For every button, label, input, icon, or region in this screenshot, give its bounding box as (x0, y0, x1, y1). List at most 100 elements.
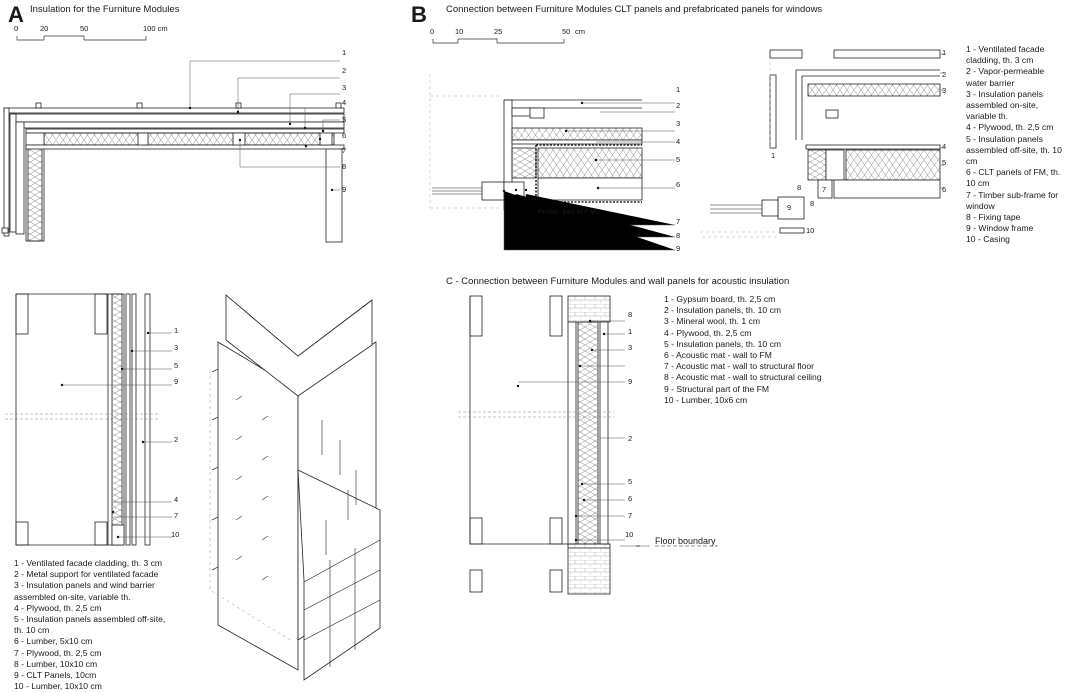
callout-number: 2 (174, 435, 178, 444)
legend-c-item: 5 - Insulation panels, th. 10 cm (664, 338, 782, 349)
legend-b-item: 10 cm (966, 178, 990, 189)
callout-number: 9 (676, 244, 680, 253)
legend-c-item: 3 - Mineral wool, th. 1 cm (664, 316, 760, 327)
panel-a-axonometric-dash (209, 370, 291, 641)
callout-number: 5 (676, 155, 680, 164)
legend-a-item: assembled on-site, variable th. (14, 591, 131, 602)
legend-b-item: 2 - Vapor-permeable (966, 66, 1045, 77)
panel-c-leaders (518, 320, 650, 547)
legend-b-item: cm (966, 156, 978, 167)
legend-b-item: assembled off-site, th. 10 (966, 144, 1062, 155)
callout-number: 6 (342, 131, 346, 140)
legend-b-item: 9 - Window frame (966, 223, 1034, 234)
callout-number: 4 (676, 137, 680, 146)
legend-b-item: 4 - Plywood, th. 2,5 cm (966, 122, 1054, 133)
scale-b-cm: cm (575, 27, 585, 36)
panel-a-axonometric (217, 294, 381, 681)
panel-a-elevation (15, 293, 151, 546)
callout-number: 5 (342, 115, 346, 124)
panel-b-right-callouts: 1 2 3 1 4 5 6 7 8 8 9 10 (771, 48, 946, 235)
callout-number: 3 (174, 343, 178, 352)
legend-b-item: 10 - Casing (966, 234, 1010, 245)
callout-number: 5 (942, 158, 946, 167)
callout-number: 8 (342, 162, 346, 171)
legend-b-item: 3 - Insulation panels (966, 88, 1043, 99)
scale-bar-b (432, 38, 565, 44)
panel-b-title: Connection between Furniture Modules CLT… (446, 4, 823, 15)
legend-a-item: 4 - Plywood, th. 2,5 cm (14, 602, 102, 613)
callout-number: 8 (676, 231, 680, 240)
prefab-label: Prefab. part of F.M. (538, 209, 598, 216)
legend-a-item: 8 - Lumber, 10x10 cm (14, 658, 98, 669)
legend-a-item: 10 - Lumber, 10x10 cm (14, 681, 102, 692)
callout-number: 7 (676, 217, 680, 226)
panel-b-left-leaders (503, 102, 675, 251)
legend-a-item: 1 - Ventilated facade cladding, th. 3 cm (14, 558, 163, 568)
panel-a-plan (1, 102, 345, 243)
legend-b-item: cladding, th. 3 cm (966, 55, 1034, 66)
legend-a-item: 6 - Lumber, 5x10 cm (14, 636, 93, 647)
callout-number: 8 (797, 183, 801, 192)
panel-b-left-dashed (429, 74, 500, 209)
panel-b-left-dots (502, 101, 600, 193)
panel-a-plan-callouts: 1 2 3 4 5 6 7 8 9 (342, 48, 346, 194)
callout-number: 10 (806, 226, 814, 235)
callout-number: 9 (628, 377, 632, 386)
legend-b: 1 - Ventilated facade cladding, th. 3 cm… (966, 44, 1062, 246)
panel-c-detail (469, 295, 611, 595)
legend-a-item: 7 - Plywood, th. 2,5 cm (14, 647, 102, 658)
panel-c-break (458, 411, 614, 418)
panel-b-letter: B (411, 2, 427, 27)
panel-a-plan-leaders (189, 60, 340, 191)
callout-number: 3 (342, 83, 346, 92)
legend-c-item: 2 - Insulation panels, th. 10 cm (664, 305, 782, 316)
callout-number: 1 (676, 85, 680, 94)
legend-a: 1 - Ventilated facade cladding, th. 3 cm… (14, 558, 165, 692)
scale-b-50: 50 (562, 27, 571, 36)
callout-number: 6 (942, 185, 946, 194)
legend-b-item: 5 - Insulation panels (966, 133, 1043, 144)
callout-number: 2 (676, 101, 680, 110)
panel-b-left-detail (432, 99, 643, 211)
panel-c-title: C - Connection between Furniture Modules… (446, 276, 790, 287)
panel-a-elevation-leaders (62, 332, 172, 538)
scale-b-0: 0 (430, 27, 435, 36)
legend-c-item: 1 - Gypsum board, th. 2,5 cm (664, 294, 776, 304)
callout-number: 8 (628, 310, 632, 319)
callout-number: 1 (771, 151, 775, 160)
panel-a-elevation-dots (60, 331, 150, 539)
legend-a-item: th. 10 cm (14, 625, 50, 636)
scale-bar-a (16, 35, 147, 41)
panel-b-right-leaders (940, 53, 944, 189)
callout-number: 4 (342, 98, 346, 107)
legend-b-item: 7 - Timber sub-frame for (966, 189, 1059, 200)
callout-number: 2 (342, 66, 346, 75)
callout-number: 10 (171, 530, 179, 539)
legend-b-item: window (966, 200, 995, 211)
legend-b-item: variable th. (966, 111, 1009, 122)
panel-a-axonometric-studs (211, 368, 357, 581)
callout-number: 6 (628, 494, 632, 503)
panel-a-elevation-break (5, 413, 160, 420)
callout-number: 1 (628, 327, 632, 336)
callout-number: 2 (628, 434, 632, 443)
legend-a-item: 3 - Insulation panels and wind barrier (14, 580, 155, 591)
legend-a-item: 5 - Insulation panels assembled off-site… (14, 614, 166, 625)
panel-a-letter: A (8, 2, 24, 27)
legend-a-item: 9 - CLT Panels, 10cm (14, 670, 97, 681)
panel-b-left-callouts: 1 2 3 4 5 6 7 8 9 (676, 85, 680, 253)
legend-c: 1 - Gypsum board, th. 2,5 cm 2 - Insulat… (664, 294, 822, 406)
legend-c-item: 6 - Acoustic mat - wall to FM (664, 350, 772, 361)
legend-a-item: 2 - Metal support for ventilated facade (14, 569, 159, 580)
callout-number: 5 (628, 477, 632, 486)
scale-a-20: 20 (40, 24, 49, 33)
legend-c-item: 4 - Plywood, th. 2,5 cm (664, 327, 752, 338)
scale-b-25: 25 (494, 27, 503, 36)
callout-number: 4 (174, 495, 178, 504)
callout-number: 7 (174, 511, 178, 520)
panel-a-title: Insulation for the Furniture Modules (30, 4, 180, 15)
scale-b-10: 10 (455, 27, 464, 36)
callout-number: 5 (174, 361, 178, 370)
callout-number: 3 (942, 86, 946, 95)
